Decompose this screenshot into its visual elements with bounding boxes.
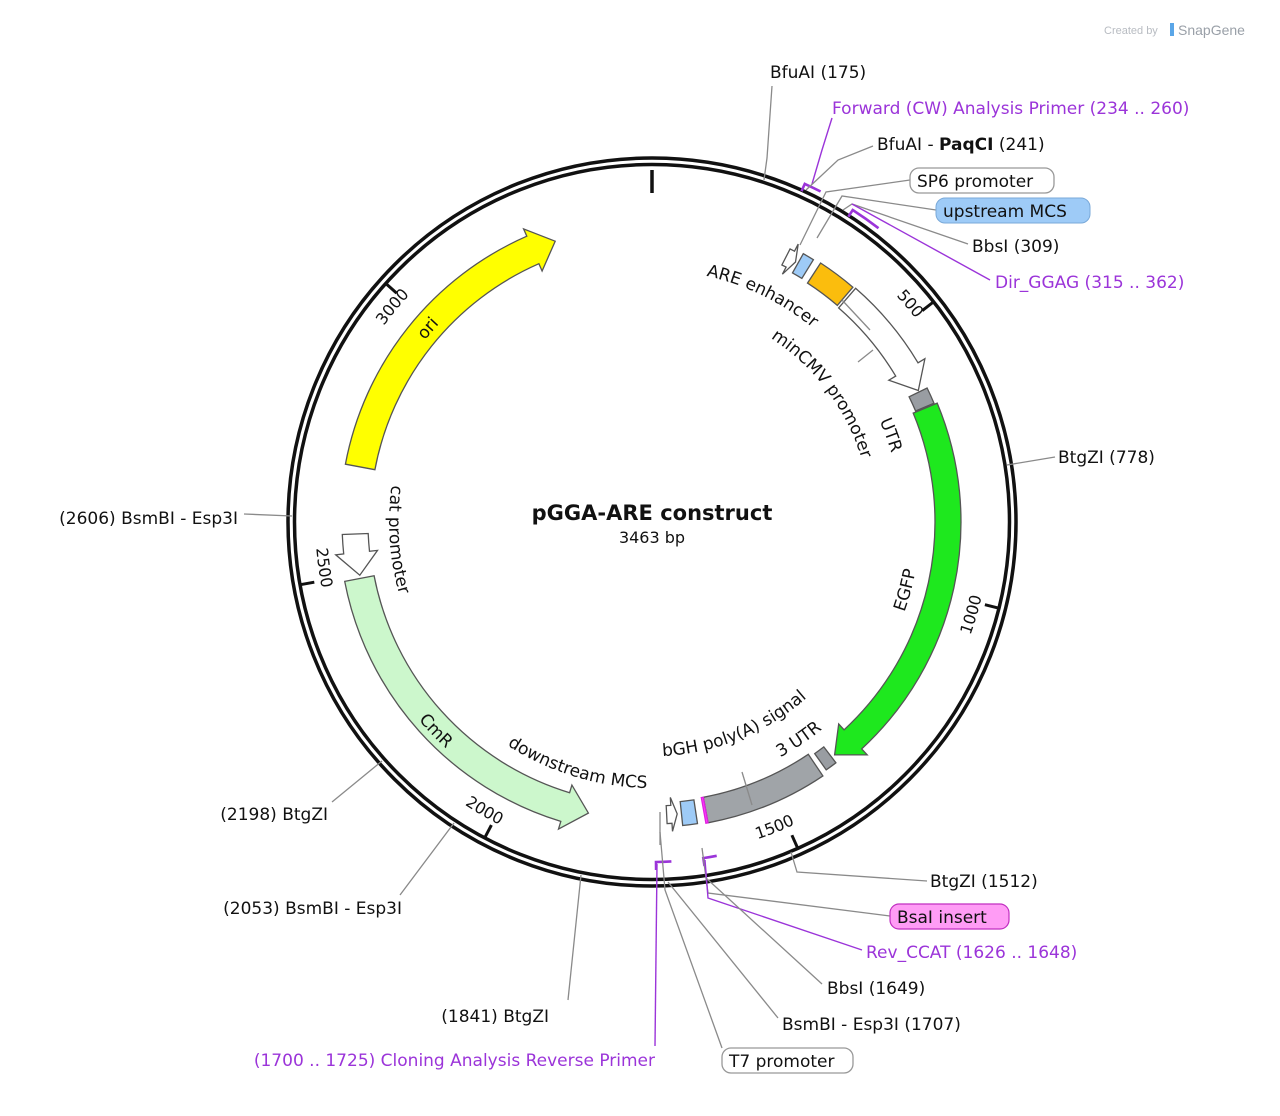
- leader-rev-ccat: [704, 859, 863, 951]
- primer-label-rev-ccat[interactable]: Rev_CCAT (1626 .. 1648): [866, 943, 1077, 963]
- feature-feature-6[interactable]: [781, 243, 799, 275]
- site-label-btgzi-2198[interactable]: (2198) BtgZI: [220, 805, 328, 825]
- feature-downstream-mcs[interactable]: [679, 799, 699, 827]
- primer-arrow-1[interactable]: [847, 208, 880, 230]
- leader-bfuai-175: [763, 85, 773, 181]
- site-name: BfuAI -: [877, 135, 939, 155]
- backbone: [286, 156, 1018, 888]
- leader-btgzi-1841: [567, 874, 582, 1001]
- leader-bsmbi-2606: [243, 513, 293, 517]
- feature-label-upstream-mcs[interactable]: upstream MCS: [943, 202, 1067, 222]
- backbone-inner-strand: [292, 162, 1012, 882]
- tick-3000: [384, 281, 398, 295]
- feature-feature-11[interactable]: [700, 796, 709, 824]
- tick-label-1000: 1000: [956, 593, 985, 637]
- primer-label-forward[interactable]: Forward (CW) Analysis Primer (234 .. 260…: [832, 99, 1189, 119]
- site-label-bsmbi-1707[interactable]: BsmBI - Esp3I (1707): [782, 1015, 961, 1035]
- primer-arrow-0[interactable]: [800, 182, 822, 193]
- leader-bfuai-paqci: [805, 145, 874, 191]
- feature-label-utr: UTR: [875, 415, 906, 455]
- plasmid-length: 3463 bp: [619, 528, 685, 547]
- site-label-bfuai-175[interactable]: BfuAI (175): [770, 63, 866, 83]
- leader-bsmbi-2053: [399, 822, 455, 896]
- tick-label-500: 500: [893, 286, 927, 322]
- feature-egfp[interactable]: [833, 402, 962, 756]
- feature-feature-13[interactable]: [665, 797, 678, 832]
- backbone-outer-strand: [286, 156, 1018, 888]
- leader-sp6: [799, 179, 911, 246]
- feature-cat-promoter[interactable]: [334, 532, 379, 577]
- feature-utr[interactable]: [908, 387, 935, 412]
- t7-label-box: [721, 1047, 854, 1074]
- leader-btgzi-778: [1006, 456, 1056, 466]
- site-label-bbsi-309[interactable]: BbsI (309): [972, 237, 1059, 257]
- leader-t7: [659, 831, 723, 1049]
- feature-are-enhancer[interactable]: [806, 262, 854, 307]
- site-label-bsmbi-2606[interactable]: (2606) BsmBI - Esp3I: [59, 509, 238, 529]
- site-label-bbsi-1649[interactable]: BbsI (1649): [827, 979, 925, 999]
- site-name-bold: PaqCI: [939, 135, 993, 155]
- primer-label-dir-ggag[interactable]: Dir_GGAG (315 .. 362): [995, 273, 1184, 293]
- bsai-insert-label-box: [889, 903, 1010, 930]
- primer-arrow-3[interactable]: [654, 860, 672, 871]
- leader-bgh: [741, 771, 753, 806]
- feature-label-mincmv-promoter: minCMV promoter: [768, 326, 876, 461]
- tick-label-1500: 1500: [753, 811, 797, 844]
- leader-mincmv: [857, 349, 874, 363]
- snapgene-logo-icon: [1170, 23, 1174, 36]
- site-label-bsmbi-2053[interactable]: (2053) BsmBI - Esp3I: [223, 899, 402, 919]
- feature-mincmv-promoter[interactable]: [837, 287, 926, 392]
- feature-label-bsai-insert[interactable]: BsaI insert: [897, 908, 987, 928]
- feature-feature-5[interactable]: [791, 252, 815, 280]
- leader-are-enhancer: [841, 299, 871, 331]
- site-label-btgzi-778[interactable]: BtgZI (778): [1058, 448, 1155, 468]
- credit-brand: SnapGene: [1178, 22, 1245, 38]
- tick-label-2000: 2000: [462, 792, 506, 828]
- tick-2500: [299, 580, 315, 587]
- feature-cmr[interactable]: [343, 574, 590, 831]
- tick-label-2500: 2500: [312, 547, 336, 589]
- feature-label-sp6-promoter[interactable]: SP6 promoter: [917, 172, 1033, 192]
- feature-ori[interactable]: [344, 227, 557, 471]
- leader-btgzi-1512: [790, 851, 928, 882]
- tick-1500: [790, 834, 800, 850]
- feature-label-egfp: EGFP: [890, 567, 920, 614]
- snapgene-credit: Created by SnapGene: [1104, 22, 1245, 38]
- leader-dir-ggag: [851, 203, 991, 281]
- tick-2000: [483, 824, 493, 840]
- feature-label-t7-promoter[interactable]: T7 promoter: [728, 1052, 835, 1072]
- leader-fwd-primer: [811, 117, 833, 185]
- upstream-mcs-label-box: [935, 197, 1091, 224]
- leader-cloning-rev: [654, 863, 658, 1047]
- sp6-label-box: [909, 167, 1055, 194]
- feature-3-utr[interactable]: [813, 745, 837, 771]
- site-label-bfuai-paqci[interactable]: BfuAI - PaqCI (241): [877, 135, 1045, 155]
- leader-btgzi-2198: [331, 760, 383, 803]
- credit-prefix: Created by: [1104, 25, 1158, 37]
- leader-bsmbi-1707: [667, 881, 779, 1019]
- leader-bbsi-1649: [705, 877, 823, 985]
- feature-label-cat-promoter: cat promoter: [384, 484, 414, 596]
- site-label-btgzi-1841[interactable]: (1841) BtgZI: [441, 1007, 549, 1027]
- primer-label-cloning-reverse[interactable]: (1700 .. 1725) Cloning Analysis Reverse …: [254, 1051, 655, 1071]
- leader-lines: [243, 85, 1056, 1049]
- tick-1000: [984, 603, 1000, 610]
- leader-upstream-mcs: [816, 195, 937, 239]
- tick-500: [921, 300, 935, 312]
- site-label-btgzi-1512[interactable]: BtgZI (1512): [930, 872, 1038, 892]
- feature-bgh-poly-a-signal[interactable]: [702, 753, 824, 824]
- site-position: (241): [993, 135, 1044, 155]
- plasmid-name: pGGA-ARE construct: [532, 501, 773, 525]
